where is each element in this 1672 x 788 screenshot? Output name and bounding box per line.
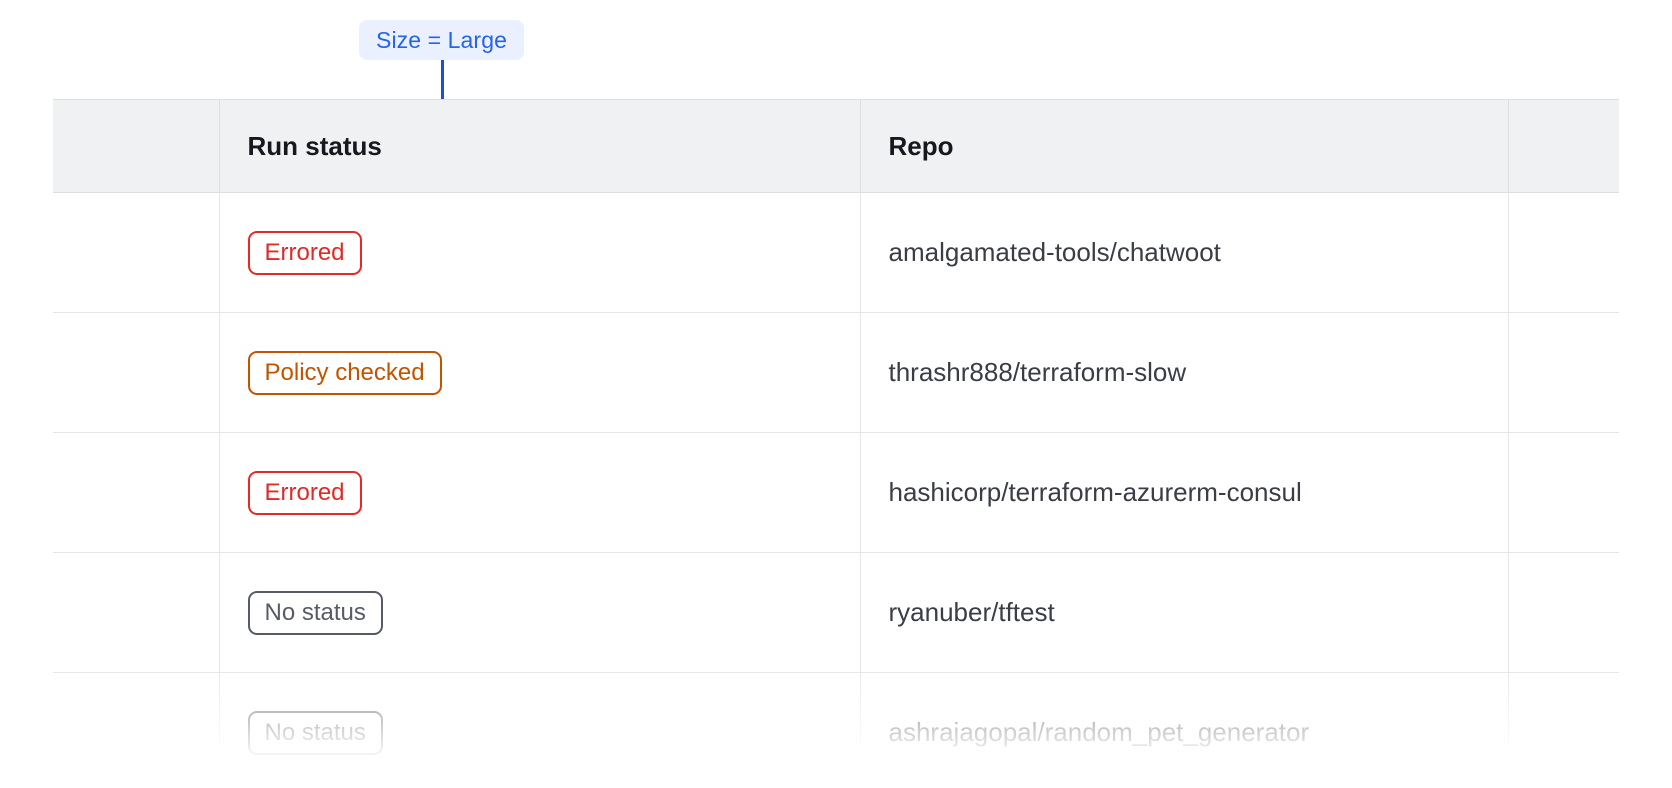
row-select-cell[interactable] xyxy=(53,672,220,788)
table-header: Run status Repo xyxy=(53,99,1619,193)
repo-cell[interactable]: ryanuber/tftest xyxy=(860,552,1509,673)
run-status-cell: Errored xyxy=(219,192,861,313)
table-body: Errored amalgamated-tools/chatwoot Polic… xyxy=(53,192,1619,788)
repo-cell[interactable]: hashicorp/terraform-azurerm-consul xyxy=(860,432,1509,553)
table-row[interactable]: No status ashrajagopal/random_pet_genera… xyxy=(53,672,1619,788)
table-row[interactable]: Errored hashicorp/terraform-azurerm-cons… xyxy=(53,432,1619,553)
row-overflow-cell xyxy=(1508,192,1619,313)
table-header-row: Run status Repo xyxy=(53,99,1619,193)
row-select-cell[interactable] xyxy=(53,552,220,673)
row-overflow-cell xyxy=(1508,312,1619,433)
status-badge[interactable]: Policy checked xyxy=(247,350,442,395)
status-badge[interactable]: Errored xyxy=(247,230,362,275)
table-row[interactable]: No status ryanuber/tftest xyxy=(53,552,1619,673)
row-select-cell[interactable] xyxy=(53,312,220,433)
row-overflow-cell xyxy=(1508,552,1619,673)
run-status-cell: No status xyxy=(219,672,861,788)
runs-table-container: Run status Repo Errored amalgamated-tool… xyxy=(53,99,1619,788)
status-badge[interactable]: No status xyxy=(247,590,383,635)
table-row[interactable]: Errored amalgamated-tools/chatwoot xyxy=(53,192,1619,313)
row-overflow-cell xyxy=(1508,672,1619,788)
column-header-run-status[interactable]: Run status xyxy=(219,99,861,193)
status-badge[interactable]: No status xyxy=(247,710,383,755)
run-status-cell: Errored xyxy=(219,432,861,553)
status-badge[interactable]: Errored xyxy=(247,470,362,515)
column-header-select[interactable] xyxy=(53,99,220,193)
runs-table: Run status Repo Errored amalgamated-tool… xyxy=(53,99,1619,788)
repo-cell[interactable]: ashrajagopal/random_pet_generator xyxy=(860,672,1509,788)
column-header-overflow xyxy=(1508,99,1619,193)
repo-cell[interactable]: thrashr888/terraform-slow xyxy=(860,312,1509,433)
column-header-repo[interactable]: Repo xyxy=(860,99,1509,193)
row-overflow-cell xyxy=(1508,432,1619,553)
run-status-cell: Policy checked xyxy=(219,312,861,433)
table-row[interactable]: Policy checked thrashr888/terraform-slow xyxy=(53,312,1619,433)
size-large-callout-badge: Size = Large xyxy=(359,20,524,60)
callout-label: Size = Large xyxy=(376,26,507,53)
repo-cell[interactable]: amalgamated-tools/chatwoot xyxy=(860,192,1509,313)
row-select-cell[interactable] xyxy=(53,192,220,313)
row-select-cell[interactable] xyxy=(53,432,220,553)
run-status-cell: No status xyxy=(219,552,861,673)
